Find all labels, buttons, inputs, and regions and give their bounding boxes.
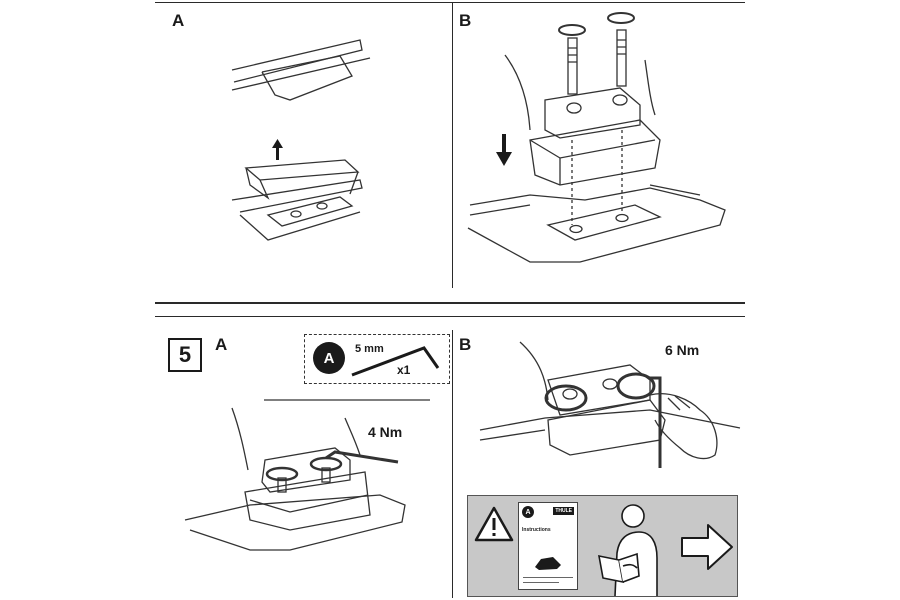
arrow-right-icon bbox=[681, 524, 733, 570]
foot-icon bbox=[535, 557, 561, 570]
tool-size: 5 mm bbox=[355, 343, 384, 355]
manual-brand: THULE bbox=[553, 507, 574, 515]
top-divider-horizontal bbox=[155, 2, 745, 3]
tool-quantity: x1 bbox=[397, 363, 411, 377]
top-divider-vertical bbox=[452, 3, 453, 288]
panel-a-bar-illustration bbox=[231, 39, 371, 241]
step5-b-label: B bbox=[459, 335, 472, 354]
torque-step-a: 4 Nm bbox=[368, 424, 403, 440]
manual-lines bbox=[523, 577, 573, 578]
instruction-manual: A THULE Instructions bbox=[518, 502, 578, 590]
manual-title: Instructions bbox=[522, 527, 551, 533]
step5-b-illustration bbox=[479, 341, 741, 468]
panel-b-label: B bbox=[459, 11, 472, 30]
step-number: 5 bbox=[168, 338, 202, 372]
panel-a-label: A bbox=[172, 11, 185, 30]
hex-key-icon bbox=[351, 346, 440, 377]
section-divider-secondary bbox=[155, 316, 745, 317]
step5-a-illustration bbox=[184, 399, 430, 551]
step5-a-label: A bbox=[215, 335, 228, 354]
manual-lines-2 bbox=[523, 582, 559, 583]
tool-requirement-box: A 5 mm x1 bbox=[304, 334, 450, 384]
panel-b-foot-illustration bbox=[467, 12, 726, 263]
torque-step-b: 6 Nm bbox=[665, 342, 700, 358]
down-arrow-icon bbox=[496, 134, 512, 166]
person-reading-icon bbox=[598, 504, 658, 596]
up-arrow-icon bbox=[272, 139, 283, 160]
bottom-divider-vertical bbox=[452, 330, 453, 598]
tool-badge: A bbox=[313, 342, 345, 374]
warning-triangle-icon bbox=[474, 506, 514, 542]
refer-instructions-box: A THULE Instructions bbox=[467, 495, 738, 597]
manual-badge: A bbox=[522, 506, 534, 518]
section-divider bbox=[155, 302, 745, 304]
